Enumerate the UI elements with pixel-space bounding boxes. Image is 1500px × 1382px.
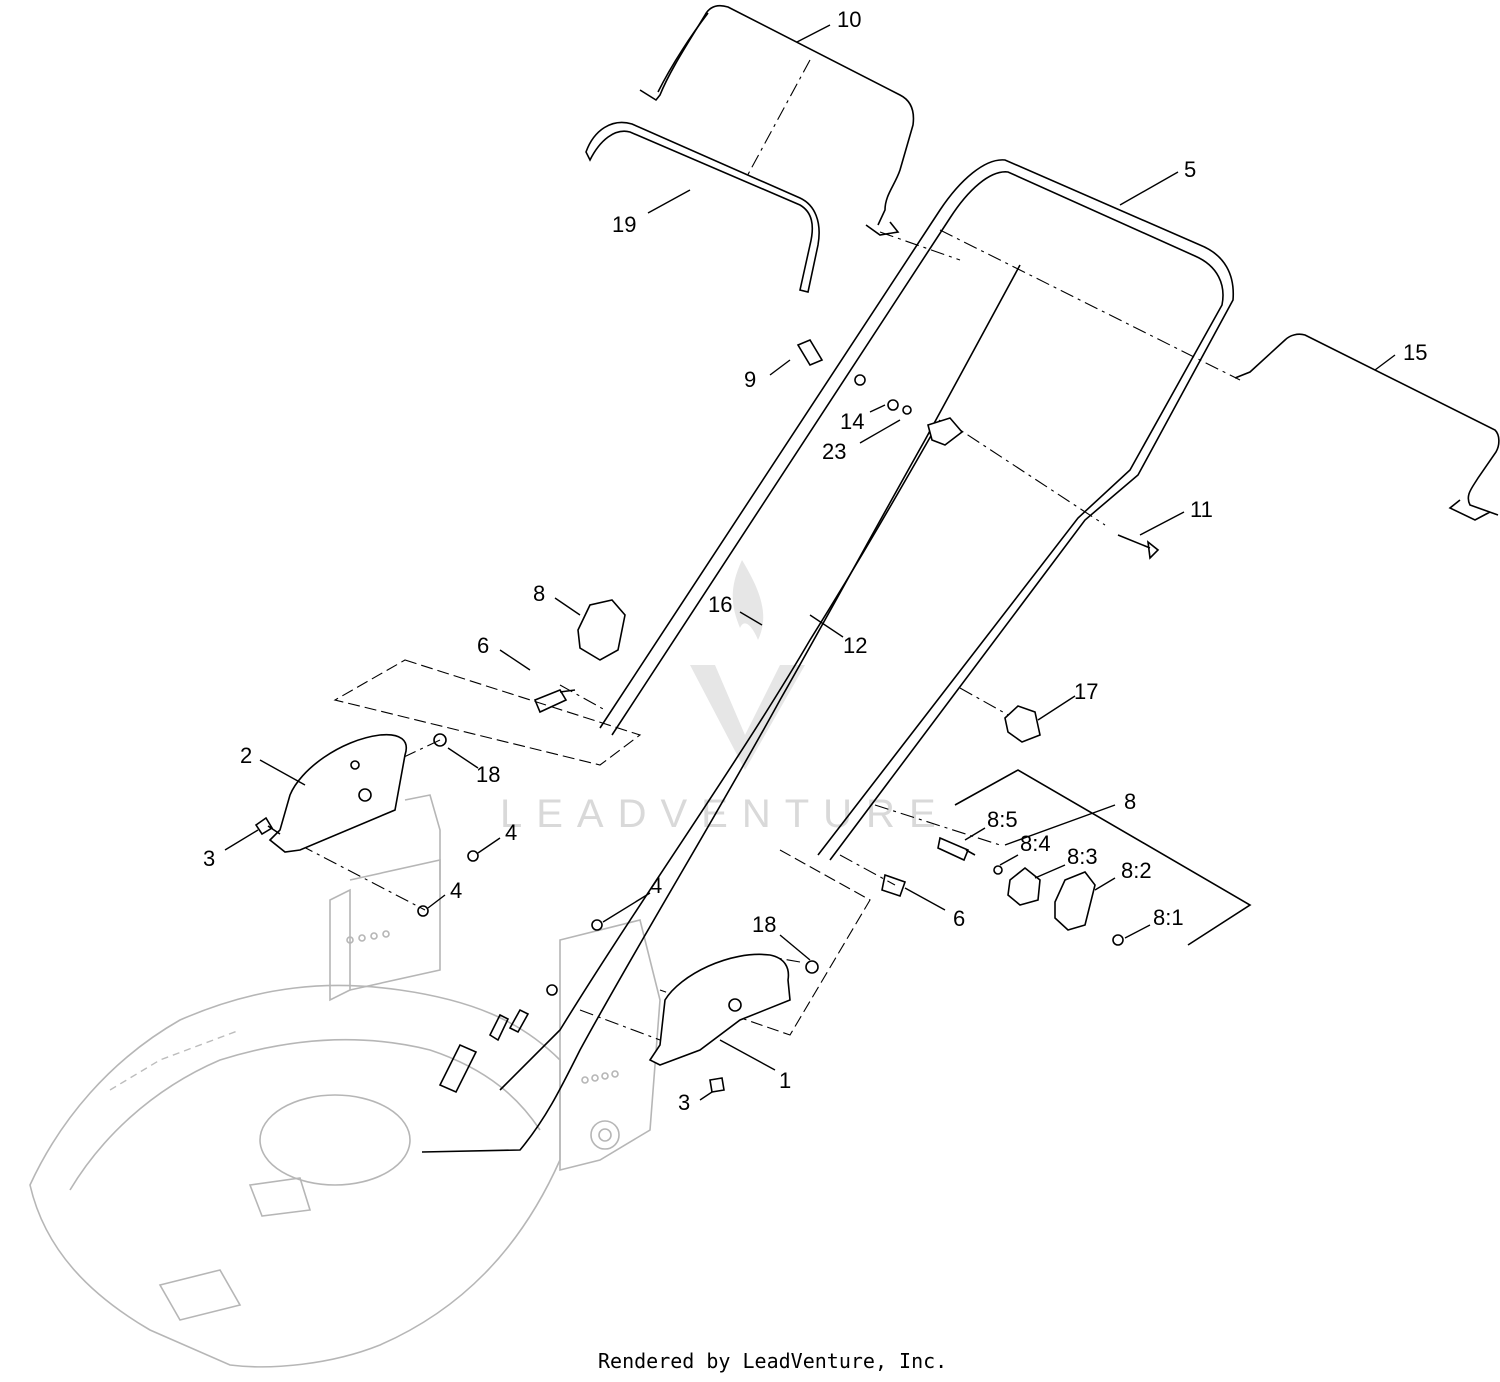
callout-19: 19 xyxy=(612,212,636,237)
nut-18-right xyxy=(805,960,819,974)
alignment-lines xyxy=(299,59,1241,1041)
bolt-3-left xyxy=(254,816,281,836)
handle-grip xyxy=(585,121,820,293)
nut-4-c xyxy=(591,919,603,931)
callout-5: 5 xyxy=(1184,157,1196,182)
callout-4-b: 4 xyxy=(450,878,462,903)
leadventure-watermark: LEADVENTURE xyxy=(500,560,950,836)
callout-8-4: 8:4 xyxy=(1020,831,1051,856)
mower-deck-ghost xyxy=(29,794,661,1368)
callout-23: 23 xyxy=(822,439,846,464)
cable-spring xyxy=(438,1043,478,1094)
handle-mount-box-left xyxy=(333,659,642,766)
callout-3-right: 3 xyxy=(678,1090,690,1115)
bail-bar-right xyxy=(1234,333,1500,521)
bail-bar xyxy=(639,4,915,236)
cam-8-3 xyxy=(1007,866,1041,906)
bolt-3-right xyxy=(709,1077,725,1093)
watermark-text: LEADVENTURE xyxy=(500,792,950,836)
washer-23 xyxy=(902,405,912,415)
callout-14: 14 xyxy=(840,409,864,434)
callout-8-5: 8:5 xyxy=(987,807,1018,832)
callout-1: 1 xyxy=(779,1068,791,1093)
bracket-8-group xyxy=(954,769,1252,946)
control-cable xyxy=(421,264,1021,1153)
right-bracket xyxy=(648,953,791,1066)
nut-4-a xyxy=(467,850,479,862)
spring-8-4 xyxy=(993,865,1003,875)
cable-guide xyxy=(927,417,964,446)
bolt-11 xyxy=(1117,534,1160,560)
callout-12: 12 xyxy=(843,633,867,658)
callout-10: 10 xyxy=(837,7,861,32)
knob-left xyxy=(577,599,626,661)
upper-handle xyxy=(599,159,1235,861)
callouts: 10 19 5 15 9 14 23 11 8 16 12 6 17 2 18 … xyxy=(203,7,1427,1115)
callout-9: 9 xyxy=(744,367,756,392)
watermark-logo xyxy=(690,665,805,770)
nut-18-left xyxy=(433,733,447,747)
callout-8-group: 8 xyxy=(1124,789,1136,814)
callout-18-left: 18 xyxy=(476,762,500,787)
callout-4-c: 4 xyxy=(650,873,662,898)
knob-17 xyxy=(1004,705,1041,743)
callout-6-right: 6 xyxy=(953,906,965,931)
callout-16: 16 xyxy=(708,592,732,617)
callout-8-1: 8:1 xyxy=(1153,905,1184,930)
nut-4-b xyxy=(417,905,429,917)
callout-17: 17 xyxy=(1074,679,1098,704)
callout-6-left: 6 xyxy=(477,633,489,658)
watermark-flame xyxy=(732,560,764,640)
left-bracket xyxy=(268,733,407,853)
pin-8-5 xyxy=(937,836,976,862)
pin-left xyxy=(533,689,576,714)
callout-3-left: 3 xyxy=(203,846,215,871)
callout-15: 15 xyxy=(1403,340,1427,365)
knob-8-2 xyxy=(1054,871,1096,931)
leader-lines xyxy=(224,24,1396,1101)
callout-18-right: 18 xyxy=(752,912,776,937)
control-cable-second xyxy=(499,419,941,1091)
callout-8-3: 8:3 xyxy=(1067,844,1098,869)
bail-bar-inner xyxy=(657,12,709,93)
cap-8-1 xyxy=(1112,934,1124,946)
callout-11: 11 xyxy=(1190,497,1213,522)
footer-credit: Rendered by LeadVenture, Inc. xyxy=(598,1349,947,1373)
nut-14 xyxy=(887,399,899,411)
callout-4-a: 4 xyxy=(505,820,517,845)
callout-8-knob: 8 xyxy=(533,581,545,606)
pin-6-right xyxy=(881,873,907,898)
callout-8-2: 8:2 xyxy=(1121,858,1152,883)
callout-2: 2 xyxy=(240,743,252,768)
